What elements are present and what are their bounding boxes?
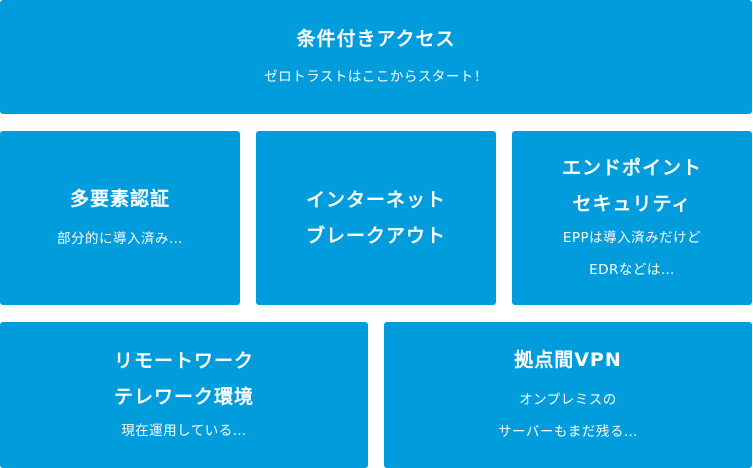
box-title: エンドポイント セキュリティ [562, 150, 702, 222]
endpoint-security-box: エンドポイント セキュリティ EPPは導入済みだけど EDRなどは… [512, 131, 752, 305]
sub-line: EPPは導入済みだけど [562, 230, 702, 246]
box-title: 拠点間VPN [514, 342, 622, 378]
sub-line: EDRなどは… [589, 262, 675, 278]
internet-breakout-box: インターネット ブレークアウト [256, 131, 496, 305]
sub-line: 部分的に導入済み… [57, 231, 183, 247]
box-title: インターネット ブレークアウト [306, 182, 446, 254]
conditional-access-box: 条件付きアクセス ゼロトラストはここからスタート！ [0, 0, 752, 114]
box-subtitle: EPPは導入済みだけど EDRなどは… [563, 222, 701, 286]
title-line: ブレークアウト [305, 225, 446, 247]
box-title: 多要素認証 [70, 181, 170, 217]
sub-line: ゼロトラストはここからスタート！ [264, 69, 488, 85]
box-subtitle: ゼロトラストはここからスタート！ [264, 61, 488, 93]
box-subtitle: 部分的に導入済み… [57, 223, 183, 255]
sub-line: サーバーもまだ残る… [498, 424, 638, 440]
box-title: 条件付きアクセス [296, 21, 455, 57]
title-line: テレワーク環境 [113, 386, 254, 408]
title-line: 条件付きアクセス [296, 28, 456, 50]
title-line: 多要素認証 [69, 188, 170, 210]
box-subtitle: 現在運用している… [121, 415, 247, 447]
remote-work-box: リモートワーク テレワーク環境 現在運用している… [0, 322, 368, 468]
mfa-box: 多要素認証 部分的に導入済み… [0, 131, 240, 305]
sub-line: オンプレミスの [519, 392, 617, 408]
sub-line: 現在運用している… [121, 423, 247, 439]
title-line: セキュリティ [572, 193, 692, 215]
title-line: インターネット [305, 189, 446, 211]
site-vpn-box: 拠点間VPN オンプレミスの サーバーもまだ残る… [384, 322, 752, 468]
box-title: リモートワーク テレワーク環境 [114, 343, 254, 415]
title-line: エンドポイント [561, 157, 702, 179]
title-line: リモートワーク [113, 350, 254, 372]
box-subtitle: オンプレミスの サーバーもまだ残る… [498, 384, 638, 448]
title-line: 拠点間VPN [514, 349, 622, 371]
